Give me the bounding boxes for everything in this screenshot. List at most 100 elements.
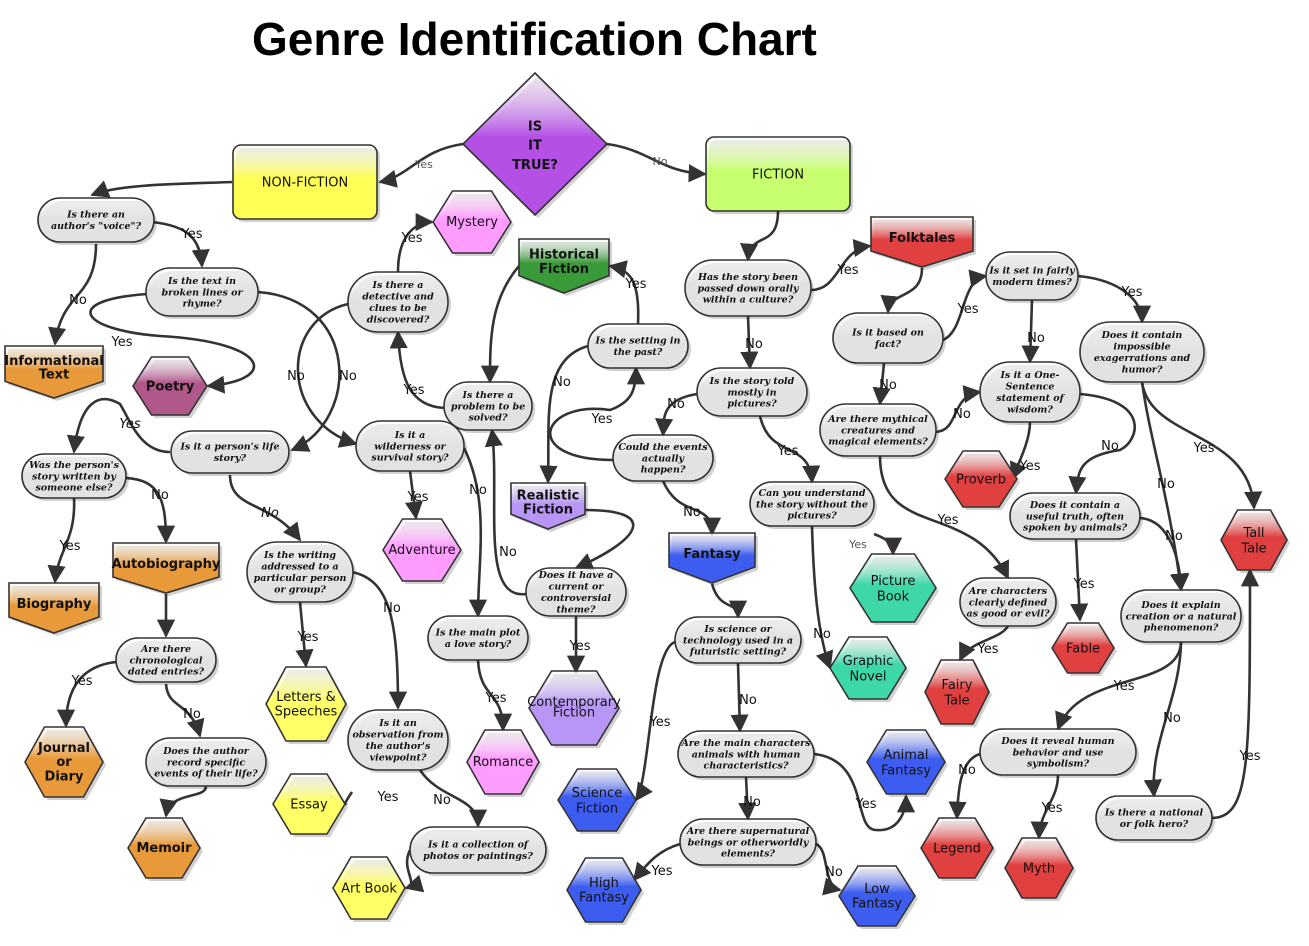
edge-fantasy-to-q_science	[710, 583, 748, 619]
node-romance: Romance	[466, 729, 542, 797]
node-folktales: Folktales	[870, 216, 976, 270]
edge-label-q_animals-to-q_supernatural: No	[743, 795, 761, 810]
node-shape-q_collection	[409, 826, 547, 874]
node-label-nonfiction: NON-FICTION	[262, 176, 349, 191]
edge-q_pictures-to-q_events	[655, 392, 698, 437]
node-shape-romance	[466, 729, 540, 795]
edge-q_past-to-historical	[608, 260, 640, 325]
node-letters: Letters &Speeches	[265, 666, 349, 744]
node-shape-q_behavior	[979, 728, 1137, 776]
node-shape-q_love	[427, 615, 529, 661]
edge-q_observation-to-essay	[329, 791, 354, 814]
node-shape-fairytale	[924, 659, 990, 725]
edge-q_creation-to-q_hero	[1143, 641, 1183, 798]
edge-label-q_chrono-to-q_record: No	[183, 707, 201, 722]
node-shape-poetry	[132, 356, 208, 416]
node-shape-q_voice	[37, 197, 155, 243]
node-shape-q_detective	[347, 271, 449, 333]
edge-label-q_goodevil-to-fairytale: Yes	[977, 642, 999, 657]
edge-q_modern-to-q_onesentence	[1021, 299, 1040, 364]
node-mystery: Mystery	[432, 190, 514, 256]
edge-q_broken-to-q_lifestory	[257, 290, 341, 452]
edge-q_understand-to-graphicnovel	[810, 525, 834, 670]
edge-label-q_addressed-to-letters: Yes	[297, 630, 319, 645]
node-shape-animalfantasy	[866, 729, 946, 795]
node-label-letters: Letters &Speeches	[275, 690, 338, 719]
edge-label-q_pictures-to-q_events: No	[667, 397, 685, 412]
edge-label-q_animals-to-animalfantasy: Yes	[855, 797, 877, 812]
node-shape-q_supernatural	[679, 818, 817, 866]
node-shape-biography	[8, 582, 100, 634]
node-shape-q_mythical	[819, 403, 937, 457]
edge-q_wilderness-to-q_love	[462, 447, 488, 618]
edge-label-q_useful-to-q_creation: No	[1165, 529, 1183, 544]
node-shape-q_onesentence	[979, 361, 1081, 423]
node-biography: Biography	[8, 582, 102, 636]
node-myth: Myth	[1004, 837, 1076, 901]
node-shape-letters	[265, 666, 347, 742]
node-shape-q_science	[674, 616, 802, 664]
node-shape-memoir	[127, 817, 201, 879]
node-label-legend: Legend	[933, 842, 981, 857]
node-shape-proverb	[944, 450, 1018, 508]
edge-label-q_onesentence-to-q_useful: No	[1101, 439, 1119, 454]
edge-label-q_broken-to-q_lifestory: No	[339, 369, 357, 384]
node-fable: Fable	[1051, 622, 1117, 676]
edge-label-q_written-to-autobiography: No	[151, 488, 169, 503]
edge-label-q_oral-to-folktales: Yes	[837, 263, 859, 278]
node-label-artbook: Art Book	[341, 882, 397, 897]
edge-q_detective-to-mystery	[396, 212, 434, 273]
node-shape-fiction	[705, 136, 851, 212]
page-title: Genre Identification Chart	[252, 13, 817, 65]
node-label-essay: Essay	[290, 798, 328, 813]
node-shape-q_goodevil	[959, 577, 1057, 627]
node-shape-nonfiction	[232, 144, 378, 220]
node-nonfiction: NON-FICTION	[232, 144, 380, 222]
edge-label-q_fact-to-q_modern: Yes	[957, 302, 979, 317]
edge-q_lifestory-to-q_addressed	[228, 474, 302, 542]
edge-istrue-to-nonfiction	[378, 142, 464, 188]
edge-q_chrono-to-q_record	[164, 683, 205, 738]
node-shape-q_problem	[443, 381, 533, 431]
edge-q_behavior-to-legend	[948, 752, 981, 820]
edge-label-q_exaggerations-to-q_creation: No	[1157, 477, 1175, 492]
edge-q_hero-to-talltale	[1211, 568, 1260, 820]
edge-istrue-to-fiction	[606, 142, 707, 183]
edge-q_record-to-memoir	[159, 785, 208, 818]
node-shape-q_current	[525, 567, 627, 617]
node-shape-fantasy	[668, 532, 756, 584]
edge-label-q_problem-to-q_detective: Yes	[403, 383, 425, 398]
edge-q_problem-to-q_detective	[389, 330, 445, 410]
node-shape-lowfantasy	[838, 865, 916, 927]
edge-label-q_chrono-to-journal: Yes	[71, 674, 93, 689]
